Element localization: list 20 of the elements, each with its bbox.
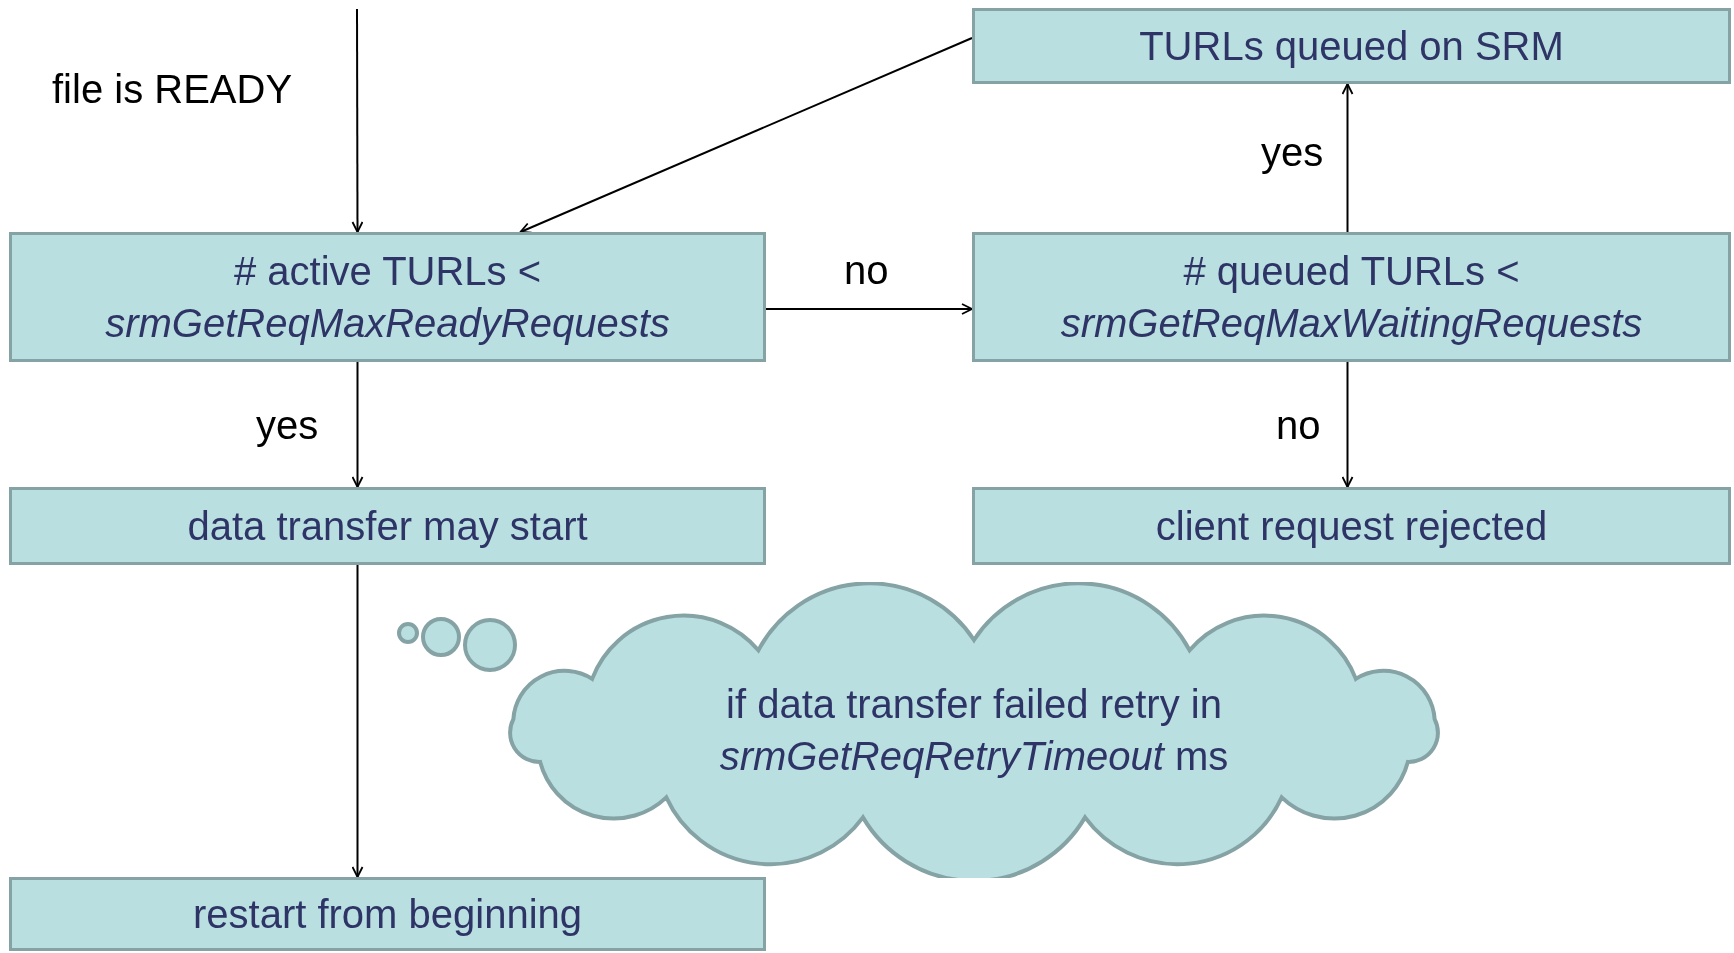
arrow xyxy=(765,303,973,315)
arrow xyxy=(351,8,364,233)
node-text: if data transfer failed retry in srmGetReqRetryTimeout ms xyxy=(718,681,1230,780)
arrow xyxy=(1341,83,1354,233)
node-text: client request rejected xyxy=(1155,503,1548,550)
arrow xyxy=(1341,361,1354,488)
decision-box xyxy=(972,232,1731,362)
decision-box xyxy=(9,232,766,362)
node-text: # active TURLs < srmGetReqMaxReadyRequests xyxy=(104,248,671,347)
node-text: # queued TURLs < srmGetReqMaxWaitingRequests xyxy=(1059,248,1644,347)
arrow xyxy=(351,564,364,878)
arrow xyxy=(351,361,364,488)
process-box xyxy=(9,877,766,951)
process-box xyxy=(972,487,1731,565)
node-text: restart from beginning xyxy=(192,891,583,938)
node-text: TURLs queued on SRM xyxy=(1139,23,1564,70)
arrow xyxy=(519,37,973,234)
node-text: data transfer may start xyxy=(187,503,588,550)
process-box xyxy=(972,8,1731,84)
process-box xyxy=(9,487,766,565)
